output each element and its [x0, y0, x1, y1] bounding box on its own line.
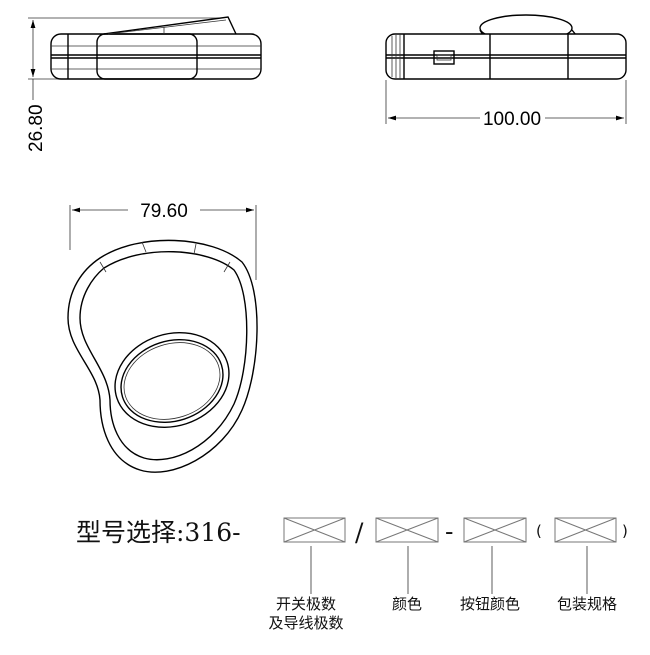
code-box-packaging [554, 517, 617, 543]
model-prefix: 型号选择:316- [76, 518, 241, 547]
height-dimension: 26.80 [26, 104, 47, 152]
label-packaging: 包装规格 [557, 595, 617, 613]
separator-dash: - [445, 517, 453, 546]
code-box-poles [283, 517, 346, 543]
code-box-button-color [463, 517, 527, 543]
length-dimension: 100.00 [483, 109, 541, 130]
label-poles-line2: 及导线极数 [268, 614, 343, 632]
side-view: 26.80 [26, 16, 262, 152]
label-color: 颜色 [392, 595, 422, 613]
paren-close: ) [622, 522, 628, 540]
front-view: 100.00 [385, 14, 627, 130]
usb-port [433, 50, 455, 65]
paren-open: ( [536, 522, 542, 540]
separator-slash: / [355, 518, 364, 547]
label-poles-line1: 开关极数 [276, 595, 336, 613]
code-box-color [375, 517, 439, 543]
label-button-color: 按钮颜色 [460, 595, 520, 613]
width-dimension: 79.60 [140, 201, 188, 222]
model-selection: 型号选择:316- / - ( ) 开关极数 及导线极数 颜色 按钮颜色 包装规… [76, 517, 628, 632]
top-view: 79.60 [67, 201, 258, 473]
